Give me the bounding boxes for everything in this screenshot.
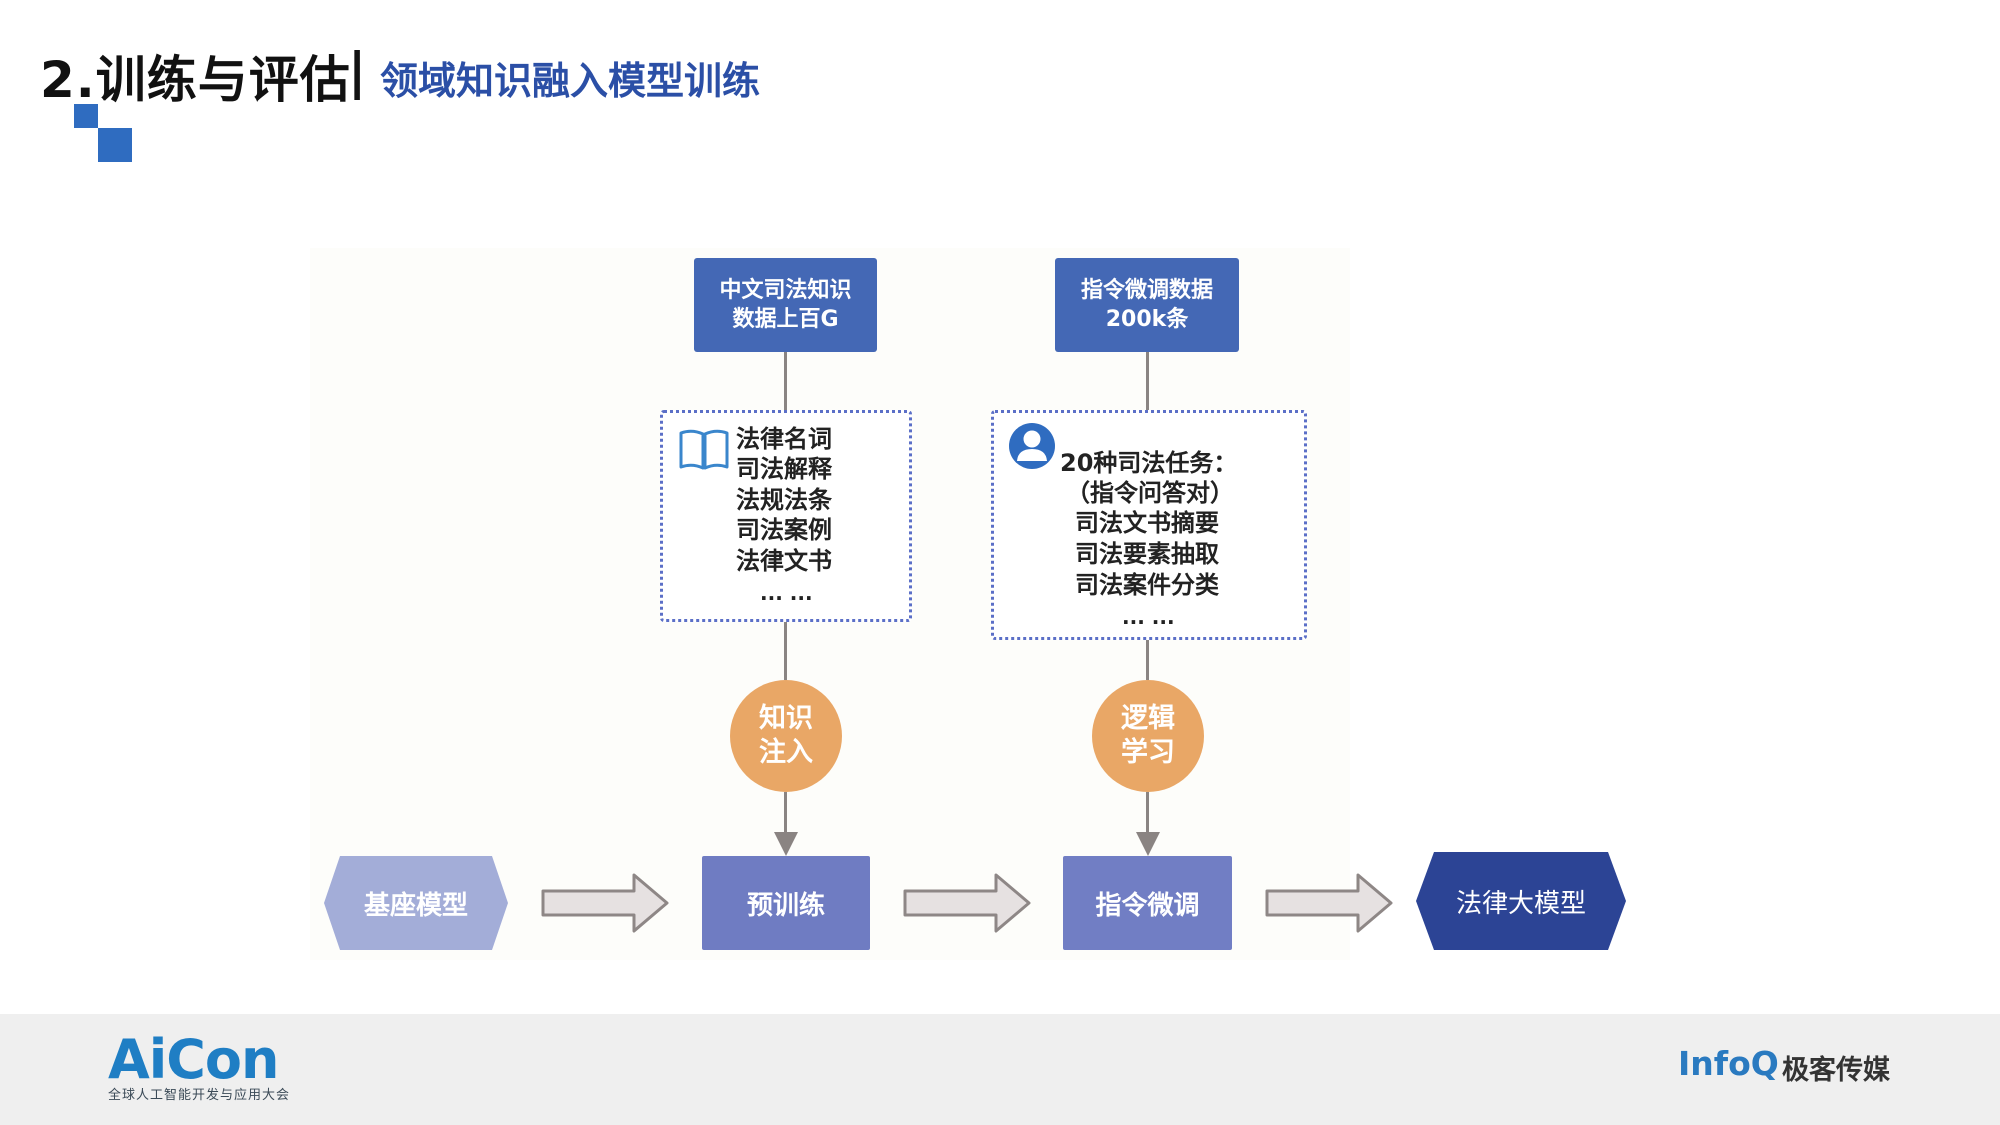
knowledge-topic-item: 司法案例 <box>736 516 832 544</box>
knowledge-topic-item: 法律文书 <box>736 547 832 575</box>
task-item: （指令问答对） <box>1066 479 1234 507</box>
instruction-tuning-box: 指令微调 <box>1063 856 1232 950</box>
knowledge-topic-item: ... ... <box>760 581 813 605</box>
knowledge-topic-item: 法律名词 <box>736 425 832 453</box>
infoq-logo: InfoQ <box>1678 1044 1779 1083</box>
aicon-logo: AiCon <box>108 1028 279 1091</box>
decor-square-small <box>74 104 98 128</box>
right-arrow-icon <box>541 873 669 933</box>
stage-label-line: 逻辑 <box>1121 703 1175 734</box>
right-arrow-icon <box>1265 873 1393 933</box>
source-box-instruction-data: 指令微调数据 200k条 <box>1055 258 1239 352</box>
book-icon <box>679 429 729 470</box>
source-box-line: 数据上百G <box>732 307 839 332</box>
down-arrowhead-icon <box>1136 832 1160 856</box>
knowledge-topic-item: 司法解释 <box>736 455 832 483</box>
task-item: ... ... <box>1122 605 1175 629</box>
right-arrow-icon <box>903 873 1031 933</box>
legal-model-label: 法律大模型 <box>1455 888 1586 919</box>
connector-line <box>1146 792 1149 836</box>
task-item: 司法文书摘要 <box>1075 509 1219 537</box>
stage-logic-learning: 逻辑 学习 <box>1092 680 1204 792</box>
knowledge-topic-item: 法规法条 <box>736 486 832 514</box>
page-title: 2.训练与评估 <box>40 51 351 109</box>
task-item: 司法要素抽取 <box>1075 540 1219 568</box>
geek-media-label: 极客传媒 <box>1782 1055 1890 1086</box>
task-item: 司法案件分类 <box>1075 571 1219 599</box>
aicon-tagline: 全球人工智能开发与应用大会 <box>108 1088 291 1103</box>
connector-line <box>784 616 787 680</box>
stage-label-line: 知识 <box>759 703 813 734</box>
connector-line <box>784 352 787 410</box>
base-model-label: 基座模型 <box>363 890 468 921</box>
decor-square-large <box>98 128 132 162</box>
legal-model-hexagon <box>1416 852 1626 950</box>
task-item: 20种司法任务： <box>1060 449 1238 477</box>
down-arrowhead-icon <box>774 832 798 856</box>
title-separator: | <box>348 42 367 100</box>
source-box-line: 指令微调数据 <box>1080 278 1213 303</box>
stage-knowledge-injection: 知识 注入 <box>730 680 842 792</box>
footer-bar <box>0 1014 2000 1125</box>
page-subtitle: 领域知识融入模型训练 <box>380 59 761 103</box>
user-icon <box>1009 423 1055 469</box>
base-model-hexagon <box>324 856 508 950</box>
connector-line <box>784 792 787 836</box>
stage-label-line: 注入 <box>759 737 813 768</box>
source-box-line: 中文司法知识 <box>719 278 852 303</box>
connector-line <box>1146 352 1149 410</box>
judicial-tasks-box <box>991 410 1307 640</box>
source-box-legal-knowledge: 中文司法知识 数据上百G <box>694 258 877 352</box>
connector-line <box>1146 634 1149 680</box>
stage-label-line: 学习 <box>1121 737 1175 768</box>
source-box-line: 200k条 <box>1105 307 1189 332</box>
pretrain-box: 预训练 <box>702 856 870 950</box>
